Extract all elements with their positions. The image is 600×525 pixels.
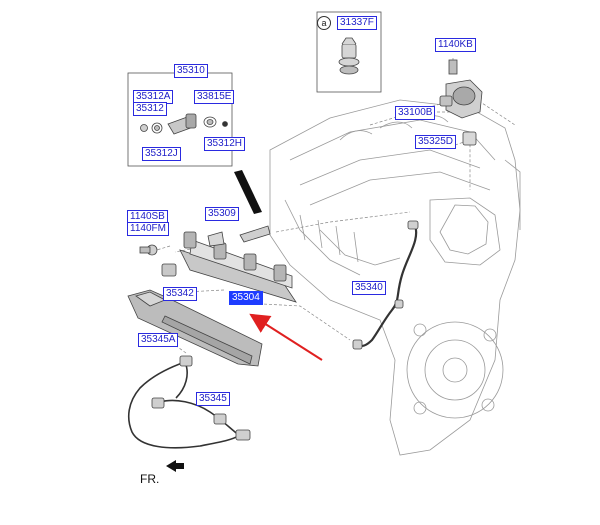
part-label-31337f[interactable]: 31337F: [337, 16, 377, 30]
fuel-pipe-fittings: [352, 220, 419, 350]
part-label-35312j[interactable]: 35312J: [142, 147, 181, 161]
pump-tappet: [462, 131, 477, 146]
seal-kit-part: [338, 37, 360, 75]
harness-connectors: [151, 355, 251, 441]
injector-kit-parts: [140, 113, 228, 135]
fuel-rail: [139, 225, 297, 303]
part-label-35312[interactable]: 35312: [133, 102, 167, 116]
black-pointer: [234, 170, 262, 214]
fuel-pipe: [356, 223, 418, 348]
part-label-35345[interactable]: 35345: [196, 392, 230, 406]
engine-block: [269, 99, 521, 456]
part-label-35340[interactable]: 35340: [352, 281, 386, 295]
rail-cover: [127, 289, 263, 367]
part-label-35310[interactable]: 35310: [174, 64, 208, 78]
callout-badge: a: [317, 16, 331, 30]
front-direction-label: FR.: [140, 472, 160, 486]
high-pressure-pump: [439, 59, 483, 119]
part-label-35325d[interactable]: 35325D: [415, 135, 457, 149]
part-label-33100b[interactable]: 33100B: [395, 106, 436, 120]
part-label-35309[interactable]: 35309: [205, 207, 239, 221]
part-label-35312h[interactable]: 35312H: [204, 137, 246, 151]
highlight-arrow: [249, 313, 323, 361]
part-label-35345a[interactable]: 35345A: [138, 333, 179, 347]
part-label-35342[interactable]: 35342: [163, 287, 197, 301]
part-label-35304-selected[interactable]: 35304: [229, 291, 263, 305]
part-label-1140kb[interactable]: 1140KB: [435, 38, 476, 52]
part-label-1140fm[interactable]: 1140FM: [127, 222, 169, 236]
front-direction-icon: [166, 460, 184, 472]
part-label-33815e[interactable]: 33815E: [194, 90, 235, 104]
